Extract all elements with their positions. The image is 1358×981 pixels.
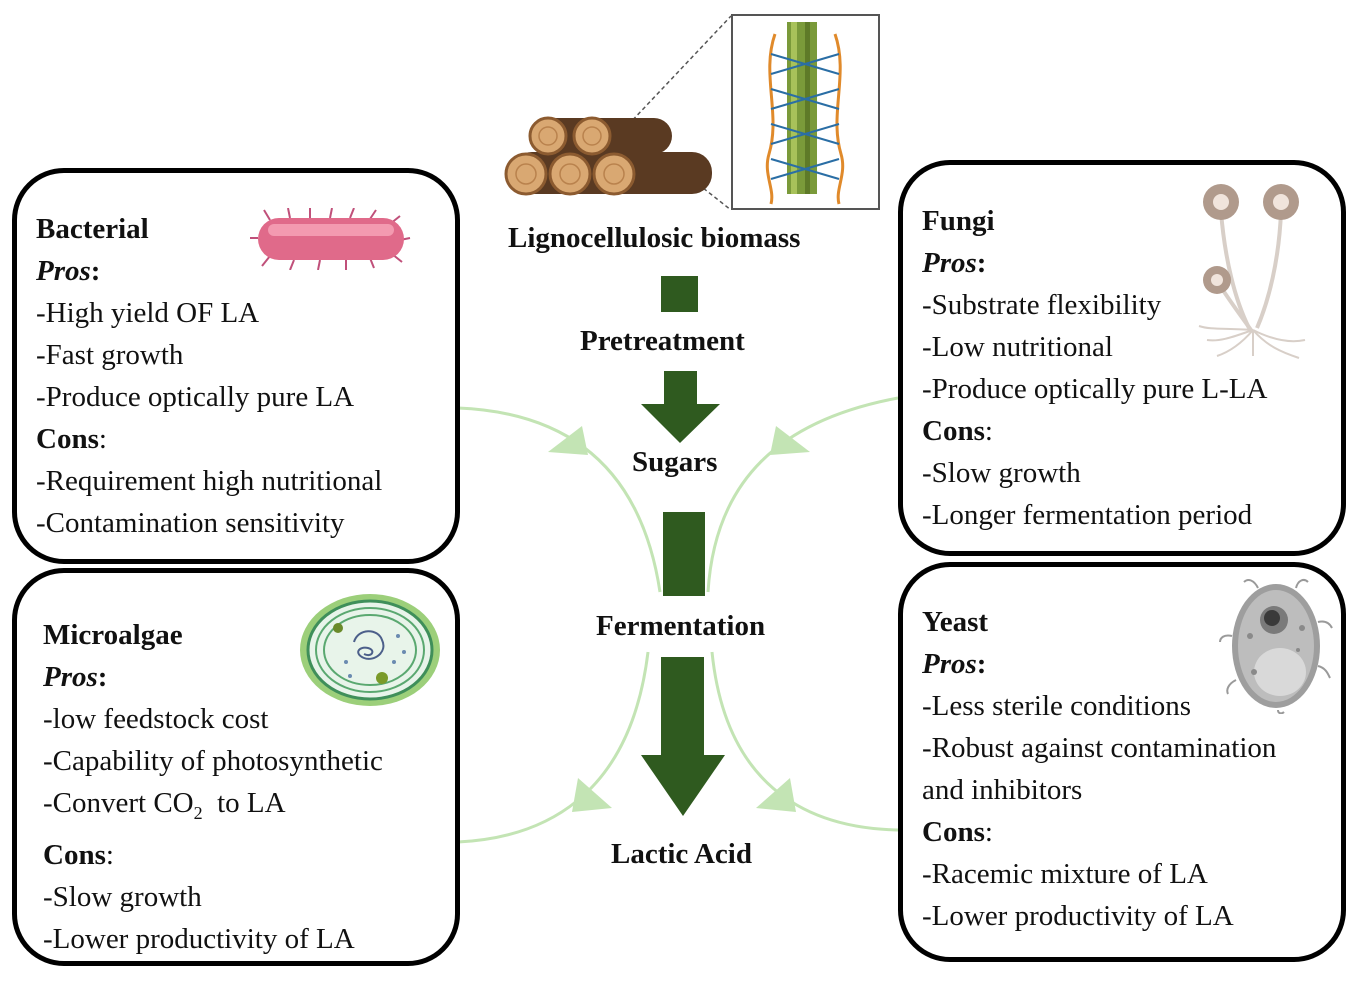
- sugars-label: Sugars: [632, 446, 718, 478]
- yeast-pro-1: -Less sterile conditions: [922, 690, 1192, 722]
- arrowhead-fungi: [770, 426, 810, 455]
- fungi-pro-2: -Low nutritional: [922, 331, 1113, 363]
- lignocellulose-fiber-icon: [731, 14, 880, 210]
- co2-after: to LA: [202, 787, 286, 819]
- fungi-con-2: -Longer fermentation period: [922, 499, 1253, 531]
- yeast-pros-label: Pros: [922, 648, 977, 680]
- yeast-text: Yeast Pros: -Less sterile conditions -Ro…: [922, 601, 1276, 937]
- lactic-acid-label: Lactic Acid: [611, 838, 752, 870]
- fungi-pro-1: -Substrate flexibility: [922, 289, 1162, 321]
- flow-arrow-2-head: [641, 404, 720, 443]
- microalgae-pros-label: Pros: [43, 661, 98, 693]
- bacterial-cons-label: Cons: [36, 423, 99, 455]
- pretreatment-label: Pretreatment: [580, 325, 745, 357]
- flow-block-3: [663, 512, 705, 596]
- yeast-pro-3: and inhibitors: [922, 774, 1083, 806]
- arrowhead-bacterial: [548, 426, 588, 455]
- fungi-title: Fungi: [922, 205, 995, 237]
- connector-yeast: [710, 651, 899, 832]
- yeast-title: Yeast: [922, 606, 989, 638]
- connector-arrowheads: [548, 426, 810, 812]
- fungi-pro-3: -Produce optically pure L-LA: [922, 373, 1268, 405]
- arrowhead-microalgae: [572, 778, 612, 812]
- bacterial-pro-3: -Produce optically pure LA: [36, 381, 355, 413]
- lignocellulosic-biomass-label: Lignocellulosic biomass: [508, 222, 801, 254]
- fungi-text: Fungi Pros: -Substrate flexibility -Low …: [922, 200, 1267, 536]
- connector-microalgae: [457, 651, 650, 844]
- microalgae-pro-1: -low feedstock cost: [43, 703, 269, 735]
- connector-bacterial: [457, 406, 662, 593]
- fungi-con-1: -Slow growth: [922, 457, 1081, 489]
- bacterial-con-1: -Requirement high nutritional: [36, 465, 383, 497]
- microalgae-cons-label: Cons: [43, 838, 106, 871]
- microalgae-pro-3: -Convert CO2 to LA: [43, 782, 383, 834]
- log-pile-icon: [504, 116, 712, 196]
- microalgae-con-1: -Slow growth: [43, 880, 202, 913]
- fermentation-label: Fermentation: [596, 610, 766, 642]
- yeast-pro-2: -Robust against contamination: [922, 732, 1277, 764]
- arrowhead-yeast: [756, 778, 796, 812]
- fungi-cons-label: Cons: [922, 415, 985, 447]
- fungus-icon: [1198, 184, 1306, 359]
- bacterium-icon: [250, 208, 411, 270]
- bacterial-pro-1: -High yield OF LA: [36, 297, 260, 329]
- bacterial-pro-2: -Fast growth: [36, 339, 184, 371]
- flow-block-1: [661, 276, 698, 312]
- microalgae-pro-2: -Capability of photosynthetic: [43, 745, 383, 777]
- bacterial-text: Bacterial Pros: -High yield OF LA -Fast …: [36, 208, 382, 544]
- microalgae-text: Microalgae Pros: -low feedstock cost -Ca…: [43, 614, 383, 960]
- co2-before: -Convert CO: [43, 787, 194, 819]
- yeast-con-2: -Lower productivity of LA: [922, 900, 1234, 932]
- microalga-cell-icon: [300, 594, 440, 706]
- bacterial-pros-label: Pros: [36, 255, 91, 287]
- connector-fungi: [706, 396, 899, 593]
- flow-arrow-2-shaft: [664, 371, 697, 406]
- flow-arrows: [641, 276, 725, 816]
- fungi-box: [898, 160, 1346, 556]
- yeast-cons-label: Cons: [922, 816, 985, 848]
- flow-arrow-4-shaft: [661, 657, 704, 757]
- co2-subscript: 2: [193, 802, 203, 823]
- yeast-cell-icon: [1219, 579, 1333, 714]
- yeast-con-1: -Racemic mixture of LA: [922, 858, 1208, 890]
- bacterial-title: Bacterial: [36, 213, 149, 245]
- fungi-pros-label: Pros: [922, 247, 977, 279]
- flow-arrow-4-head: [641, 755, 725, 816]
- microalgae-title: Microalgae: [43, 619, 183, 651]
- microalgae-con-2: -Lower productivity of LA: [43, 922, 355, 955]
- bacterial-con-2: -Contamination sensitivity: [36, 507, 345, 539]
